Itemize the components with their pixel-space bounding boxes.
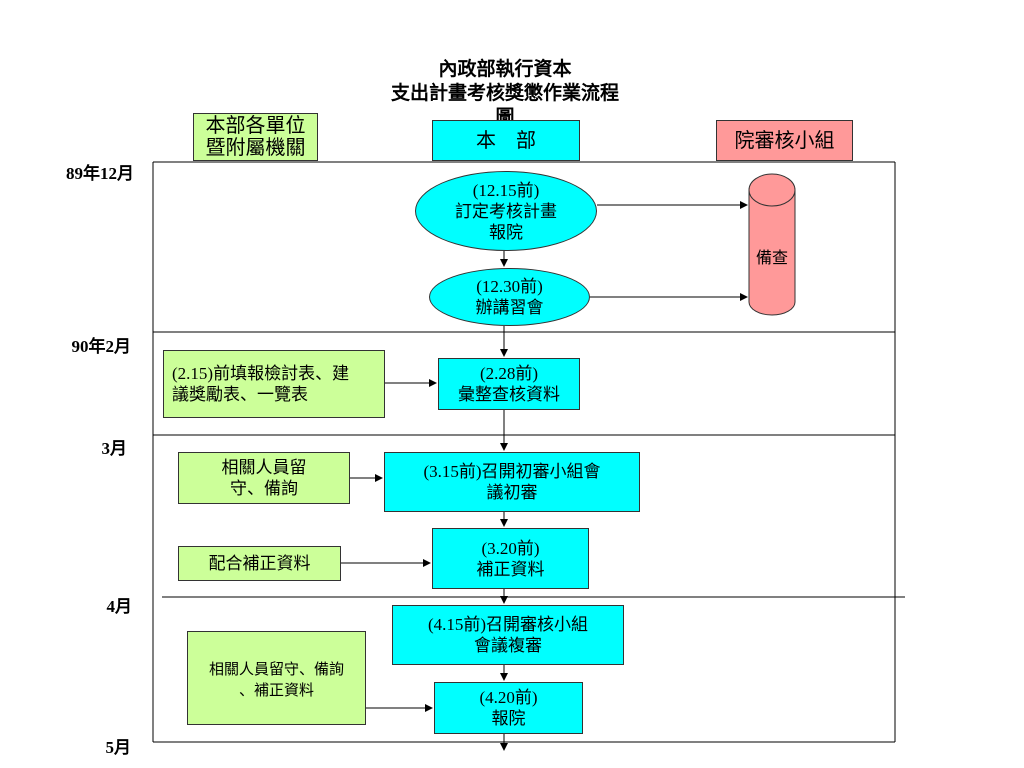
report-node: (4.20前) 報院 <box>434 682 583 734</box>
period-label: 89年12月 <box>66 164 134 183</box>
node-text: 相關人員留 <box>221 458 307 477</box>
compile-node: (2.28前) 彙整查核資料 <box>438 358 580 410</box>
node-text: (4.20前) <box>479 688 538 707</box>
node-text: 補正資料 <box>476 559 545 579</box>
standby-node: 相關人員留 守、備詢 <box>178 452 350 504</box>
period-label: 5月 <box>105 738 132 757</box>
lane-label: 本部各單位 <box>205 115 306 137</box>
node-text: 訂定考核計畫 <box>455 201 557 221</box>
lane-units: 本部各單位 暨附屬機關 <box>193 113 318 161</box>
plan-node: (12.15前) 訂定考核計畫 報院 <box>415 171 597 251</box>
node-text: 議初審 <box>486 483 538 502</box>
node-text: 報院 <box>491 709 526 728</box>
period-label: 3月 <box>101 439 128 458</box>
node-text: 、補正資料 <box>238 683 314 699</box>
node-text: (12.15前) <box>472 180 540 200</box>
lane-ministry: 本 部 <box>432 120 580 161</box>
lane-label: 本 部 <box>476 129 536 152</box>
node-text: 相關人員留守、備詢 <box>208 662 344 678</box>
lane-label: 院審核小組 <box>734 129 835 152</box>
node-text: 辦講習會 <box>475 298 544 317</box>
fill-forms-node: (2.15)前填報檢討表、建 議獎勵表、一覽表 <box>163 350 385 418</box>
node-text: (3.20前) <box>481 538 540 558</box>
node-text: 會議複審 <box>473 636 542 655</box>
supplement-node: (3.20前) 補正資料 <box>432 528 589 589</box>
standby-supplement-node: 相關人員留守、備詢 、補正資料 <box>187 631 366 725</box>
period-label: 4月 <box>106 597 133 616</box>
node-text: 議獎勵表、一覽表 <box>172 385 308 404</box>
node-text: (2.28前) <box>479 364 539 383</box>
period-label: 90年2月 <box>71 337 132 356</box>
title-line: 內政部執行資本 <box>438 59 572 80</box>
node-text: (3.15前)召開初審小組會 <box>423 462 601 481</box>
node-text: 彙整查核資料 <box>458 385 560 404</box>
node-text: (2.15)前填報檢討表、建 <box>172 364 350 383</box>
initial-review-node: (3.15前)召開初審小組會 議初審 <box>384 452 640 512</box>
node-text: 配合補正資料 <box>208 554 311 573</box>
node-text: (4.15前)召開審核小組 <box>427 615 589 634</box>
diagram-title: 內政部執行資本 支出計畫考核獎懲作業流程 圖 <box>360 58 650 130</box>
node-text: 守、備詢 <box>230 479 298 498</box>
node-text: 報院 <box>489 222 523 242</box>
lane-label: 暨附屬機關 <box>205 137 306 159</box>
title-line: 支出計畫考核獎懲作業流程 <box>390 83 619 104</box>
seminar-node: (12.30前) 辦講習會 <box>429 268 590 326</box>
record-label: 備查 <box>755 250 788 267</box>
review-meeting-node: (4.15前)召開審核小組 會議複審 <box>392 605 624 665</box>
lane-review-group: 院審核小組 <box>716 120 853 161</box>
cooperate-node: 配合補正資料 <box>178 546 341 581</box>
node-text: (12.30前) <box>476 277 543 296</box>
record-cylinder <box>748 173 796 316</box>
